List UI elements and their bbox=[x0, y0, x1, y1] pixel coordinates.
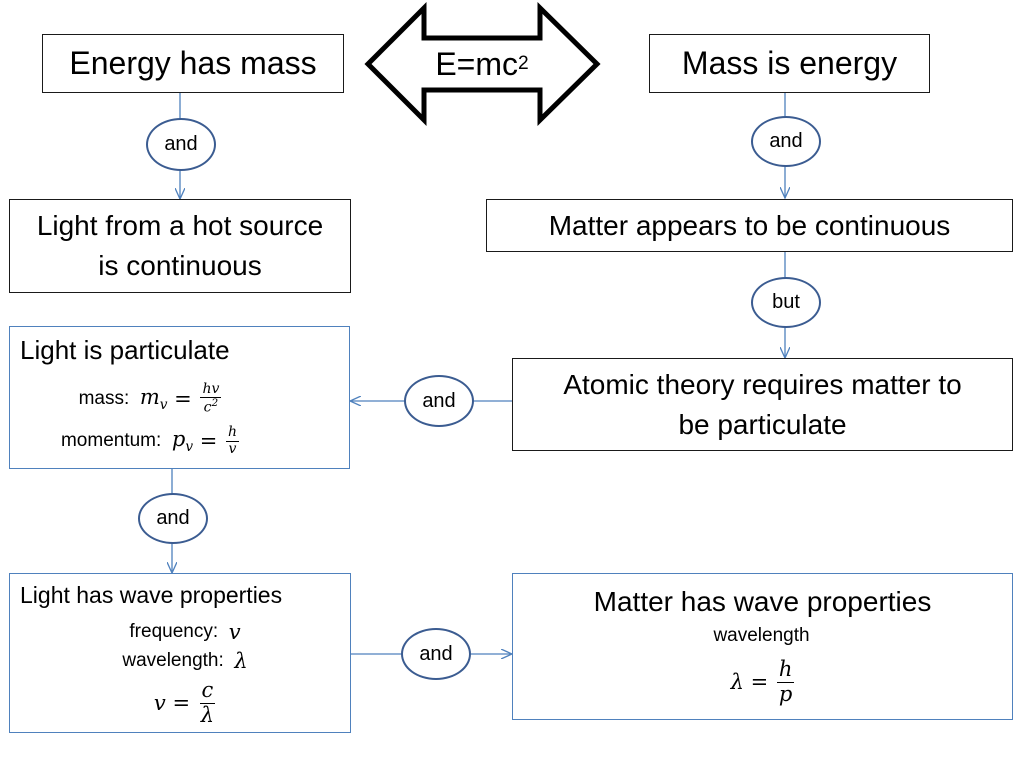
connector-label: but bbox=[772, 291, 800, 313]
box-mass-is-energy-label: Mass is energy bbox=[681, 45, 898, 81]
matter-wave-title: Matter has wave properties bbox=[593, 586, 932, 617]
wave-eq-fraction: c λ bbox=[199, 678, 216, 727]
box-mass-is-energy: Mass is energy bbox=[649, 34, 930, 93]
wave-eq-lhs: v bbox=[153, 691, 166, 715]
equation-base: E=mc bbox=[435, 45, 518, 82]
box-matter-continuous: Matter appears to be continuous bbox=[486, 199, 1013, 252]
box-light-continuous-line-1: Light from a hot source bbox=[36, 210, 324, 241]
matter-eq-equals: = bbox=[743, 670, 775, 694]
connector-label: and bbox=[419, 642, 453, 665]
double-arrow-shape bbox=[364, 1, 601, 127]
momentum-equals: = bbox=[193, 429, 224, 453]
matter-eq-lhs: λ bbox=[730, 670, 744, 694]
light-wave-title: Light has wave properties bbox=[20, 582, 283, 608]
momentum-label: momentum: bbox=[60, 430, 162, 451]
connector-label: and bbox=[164, 133, 198, 155]
momentum-fraction: h v bbox=[225, 424, 240, 457]
connector-and-bottom: and bbox=[401, 628, 471, 680]
light-particulate-momentum-row: momentum: pv = h v bbox=[10, 421, 290, 461]
box-atomic-theory-line-2: be particulate bbox=[678, 408, 847, 440]
wavelength-label: wavelength: bbox=[122, 650, 224, 671]
mass-label: mass: bbox=[78, 388, 130, 409]
connector-and-right-top: and bbox=[751, 116, 821, 167]
momentum-lhs: pv bbox=[171, 426, 194, 456]
light-particulate-mass-row: mass: mv = hv c2 bbox=[10, 379, 290, 419]
matter-wave-wavelength-label: wavelength bbox=[713, 625, 810, 646]
box-atomic-theory: Atomic theory requires matter to be part… bbox=[512, 358, 1013, 451]
connector-label: and bbox=[769, 130, 803, 152]
matter-eq-fraction: h p bbox=[776, 657, 795, 706]
frequency-label: frequency: bbox=[129, 621, 219, 642]
box-energy-has-mass: Energy has mass bbox=[42, 34, 344, 93]
mass-lhs: mv bbox=[139, 384, 168, 414]
box-atomic-theory-line-1: Atomic theory requires matter to bbox=[563, 368, 962, 400]
light-wave-wavelength-row: wavelength: λ bbox=[10, 647, 360, 675]
connector-but: but bbox=[751, 277, 821, 328]
box-matter-continuous-label: Matter appears to be continuous bbox=[548, 209, 951, 241]
connector-and-left-bottom: and bbox=[138, 493, 208, 544]
box-light-continuous-line-2: is continuous bbox=[98, 250, 262, 281]
box-light-continuous: Light from a hot source is continuous bbox=[9, 199, 351, 293]
wavelength-symbol: λ bbox=[234, 649, 248, 673]
mass-fraction: hv c2 bbox=[200, 380, 222, 416]
connector-and-left-top: and bbox=[146, 118, 216, 171]
mass-equals: = bbox=[167, 387, 199, 411]
light-particulate-title: Light is particulate bbox=[20, 335, 230, 365]
box-energy-has-mass-label: Energy has mass bbox=[69, 45, 317, 81]
light-wave-equation: v = c λ bbox=[10, 676, 360, 730]
connector-and-middle: and bbox=[404, 375, 474, 427]
equation-exponent: 2 bbox=[518, 53, 529, 74]
light-wave-frequency-row: frequency: v bbox=[10, 618, 360, 646]
box-light-wave: Light has wave properties frequency: v w… bbox=[9, 573, 351, 733]
connector-label: and bbox=[156, 507, 190, 529]
frequency-symbol: v bbox=[228, 620, 241, 644]
box-light-particulate: Light is particulate mass: mv = hv c2 mo… bbox=[9, 326, 350, 469]
connector-label: and bbox=[422, 389, 456, 412]
box-matter-wave: Matter has wave properties wavelength λ … bbox=[512, 573, 1013, 720]
wave-eq-equals: = bbox=[165, 691, 197, 715]
matter-wave-equation: λ = h p bbox=[513, 652, 1012, 712]
